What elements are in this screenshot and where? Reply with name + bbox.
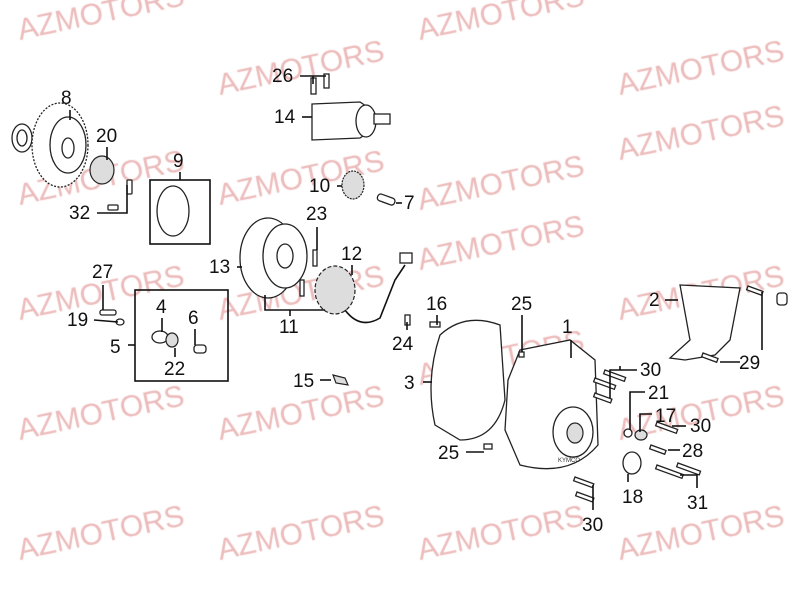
- callout-14[interactable]: 14: [274, 107, 296, 128]
- callout-30b[interactable]: 30: [690, 416, 711, 437]
- kick-starter-box: [134, 289, 229, 382]
- callout-9[interactable]: 9: [173, 151, 184, 172]
- leader-lines: [69, 75, 763, 510]
- cover-shield: [668, 284, 741, 361]
- cover-logo: KYMCO: [558, 458, 580, 464]
- plug-cap: [622, 451, 642, 475]
- gasket: [430, 319, 506, 441]
- callout-15[interactable]: 15: [293, 371, 314, 392]
- needle-bearing: [89, 155, 115, 185]
- callout-19[interactable]: 19: [67, 310, 88, 331]
- callout-22[interactable]: 22: [164, 359, 185, 380]
- callout-labels: 8 20 9 32 26 14 10 7 23 12 13 11 27 19 4…: [61, 66, 760, 536]
- callout-7[interactable]: 7: [404, 193, 415, 214]
- callout-27[interactable]: 27: [92, 262, 113, 283]
- callout-25a[interactable]: 25: [511, 294, 532, 315]
- callout-17[interactable]: 17: [655, 406, 676, 427]
- callout-1[interactable]: 1: [562, 317, 573, 338]
- callout-30a[interactable]: 30: [640, 360, 661, 381]
- callout-5[interactable]: 5: [110, 337, 121, 358]
- callout-30c[interactable]: 30: [582, 515, 603, 536]
- callout-2[interactable]: 2: [649, 290, 660, 311]
- callout-10[interactable]: 10: [309, 176, 330, 197]
- callout-18[interactable]: 18: [622, 487, 643, 508]
- one-way-clutch: [156, 185, 190, 237]
- shaft: [376, 193, 396, 206]
- stator: [314, 265, 356, 315]
- callout-24[interactable]: 24: [392, 334, 414, 355]
- callout-23[interactable]: 23: [306, 204, 327, 225]
- part-drawings: KYMCO: [11, 73, 788, 503]
- callout-12[interactable]: 12: [341, 244, 362, 265]
- callout-32[interactable]: 32: [69, 203, 90, 224]
- callout-26[interactable]: 26: [272, 66, 293, 87]
- callout-6[interactable]: 6: [188, 308, 199, 329]
- callout-21[interactable]: 21: [648, 383, 669, 404]
- callout-13[interactable]: 13: [209, 257, 230, 278]
- callout-29[interactable]: 29: [739, 353, 760, 374]
- callout-20[interactable]: 20: [96, 126, 117, 147]
- callout-8[interactable]: 8: [61, 88, 72, 109]
- bolts: [404, 285, 764, 503]
- callout-3[interactable]: 3: [404, 373, 415, 394]
- callout-4[interactable]: 4: [156, 297, 167, 318]
- callout-28[interactable]: 28: [682, 441, 703, 462]
- idle-gear: [341, 170, 365, 200]
- callout-31[interactable]: 31: [687, 493, 708, 514]
- callout-25b[interactable]: 25: [438, 443, 459, 464]
- callout-11[interactable]: 11: [279, 317, 299, 338]
- callout-16[interactable]: 16: [426, 294, 447, 315]
